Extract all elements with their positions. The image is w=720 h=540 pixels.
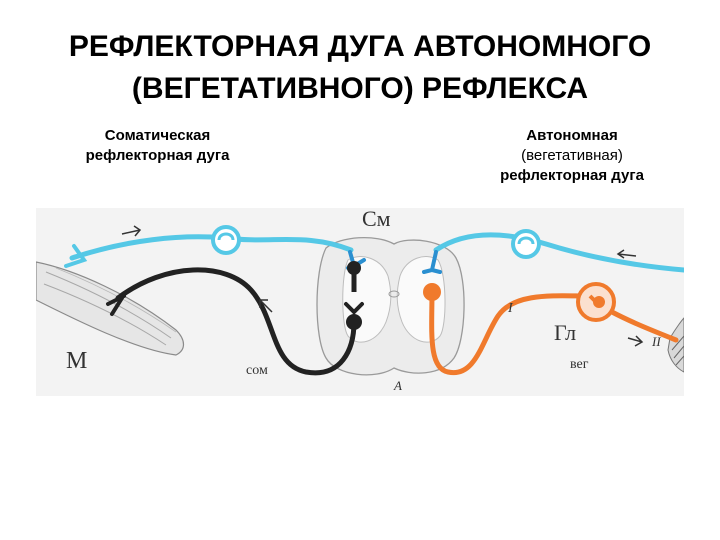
- spinal-cord-section: [316, 236, 465, 376]
- label-point-a: А: [393, 378, 402, 393]
- label-somatic: сом: [246, 363, 268, 378]
- somatic-caption-line-1: Соматическая: [104, 127, 211, 144]
- label-neuron-two: II: [651, 334, 661, 349]
- autonomic-caption-line-1: Автономная: [526, 127, 618, 144]
- somatic-efferent-pathway: [106, 261, 364, 376]
- label-neuron-one: I: [507, 301, 514, 316]
- label-spinal-cord: См: [362, 206, 391, 231]
- autonomic-caption-line-3: рефлекторная дуга: [500, 167, 644, 184]
- direction-arrows: [121, 225, 644, 347]
- somatic-arc-caption: Соматическая рефлекторная дуга: [55, 126, 260, 166]
- autonomic-efferent-pathway: [423, 282, 679, 376]
- organ-tissue-illustration: [667, 317, 684, 373]
- label-vegetative: вег: [570, 357, 589, 372]
- slide-title-line-2: (ВЕГЕТАТИВНОГО) РЕФЛЕКСА: [131, 72, 589, 105]
- synapse-autonomic: [422, 250, 442, 274]
- muscle-illustration: [36, 261, 185, 356]
- autonomic-arc-caption: Автономная (вегетативная) рефлекторная д…: [472, 126, 672, 186]
- slide-title: РЕФЛЕКТОРНАЯ ДУГА АВТОНОМНОГО (ВЕГЕТАТИВ…: [0, 26, 720, 110]
- autonomic-caption-line-2: (вегетативная): [521, 147, 623, 164]
- somatic-caption-line-2: рефлекторная дуга: [85, 147, 230, 164]
- label-muscle: М: [66, 348, 87, 374]
- sensory-afferent-pathway: [64, 225, 684, 273]
- label-ganglion: Гл: [554, 320, 576, 345]
- reflex-arc-diagram: См М Гл сом вег I II А: [36, 206, 684, 396]
- slide-title-line-1: РЕФЛЕКТОРНАЯ ДУГА АВТОНОМНОГО: [68, 30, 652, 63]
